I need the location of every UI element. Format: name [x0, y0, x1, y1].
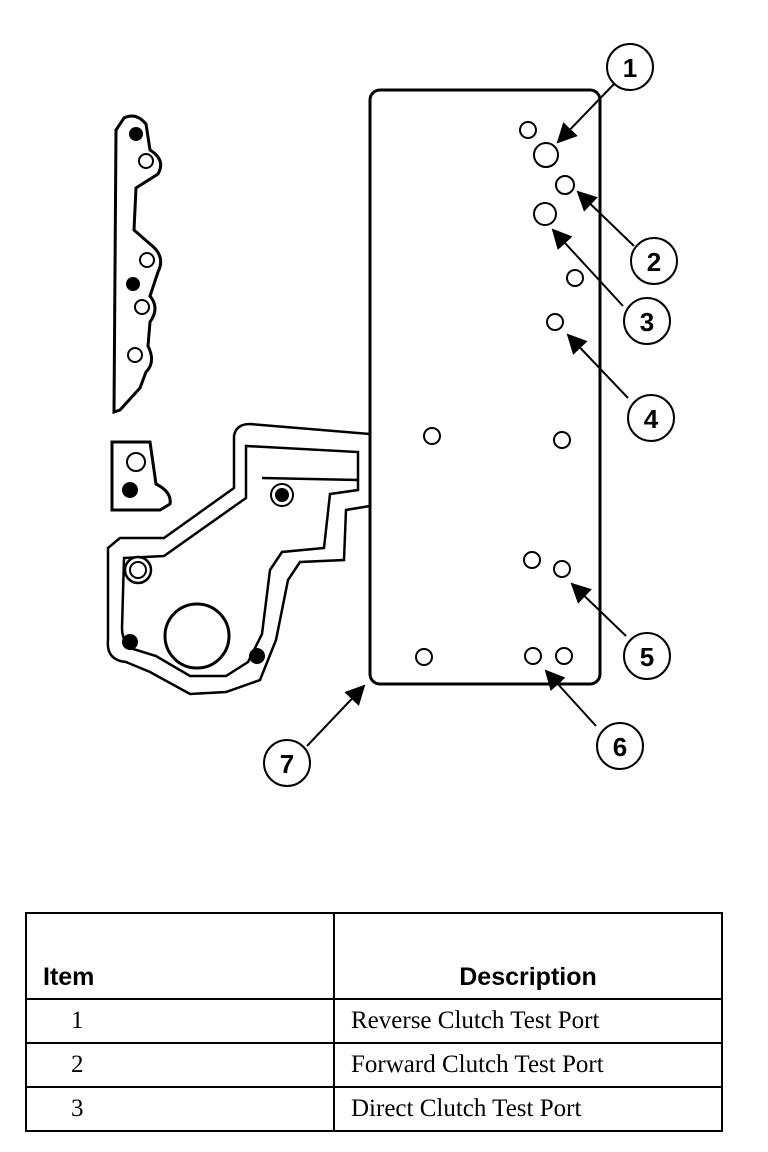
gasket-strip-holes [126, 127, 155, 363]
legend-item-description: Reverse Clutch Test Port [333, 998, 723, 1044]
lower-gasket-holes [122, 483, 294, 670]
small-gasket [110, 440, 172, 512]
callout-arrows [306, 83, 635, 747]
lower-gasket [106, 422, 372, 696]
gasket-strip [112, 114, 163, 415]
callout-label-5: 5 [640, 642, 654, 672]
legend-item-number: 3 [25, 1086, 335, 1132]
callout-label-6: 6 [613, 732, 627, 762]
valve-body-diagram: 1 2 3 4 5 6 7 [106, 43, 678, 787]
legend-header-item: Item [25, 912, 335, 1000]
separator-plate [368, 88, 602, 686]
legend-item-number: 1 [25, 998, 335, 1044]
callout-circles [263, 43, 678, 787]
legend-header-row: Item Description [25, 912, 723, 1000]
legend-item-description: Forward Clutch Test Port [333, 1042, 723, 1088]
table-row: 2 Forward Clutch Test Port [25, 1042, 723, 1088]
callout-label-2: 2 [647, 247, 661, 277]
table-row: 1 Reverse Clutch Test Port [25, 998, 723, 1044]
callout-label-7: 7 [280, 749, 294, 779]
callout-label-4: 4 [644, 404, 659, 434]
callout-label-3: 3 [640, 307, 654, 337]
legend-header-description: Description [333, 912, 723, 1000]
callout-label-1: 1 [623, 53, 637, 83]
legend-table: Item Description 1 Reverse Clutch Test P… [25, 912, 723, 1132]
separator-plate-ports [415, 121, 584, 666]
legend-item-description: Direct Clutch Test Port [333, 1086, 723, 1132]
legend-item-number: 2 [25, 1042, 335, 1088]
table-row: 3 Direct Clutch Test Port [25, 1086, 723, 1132]
